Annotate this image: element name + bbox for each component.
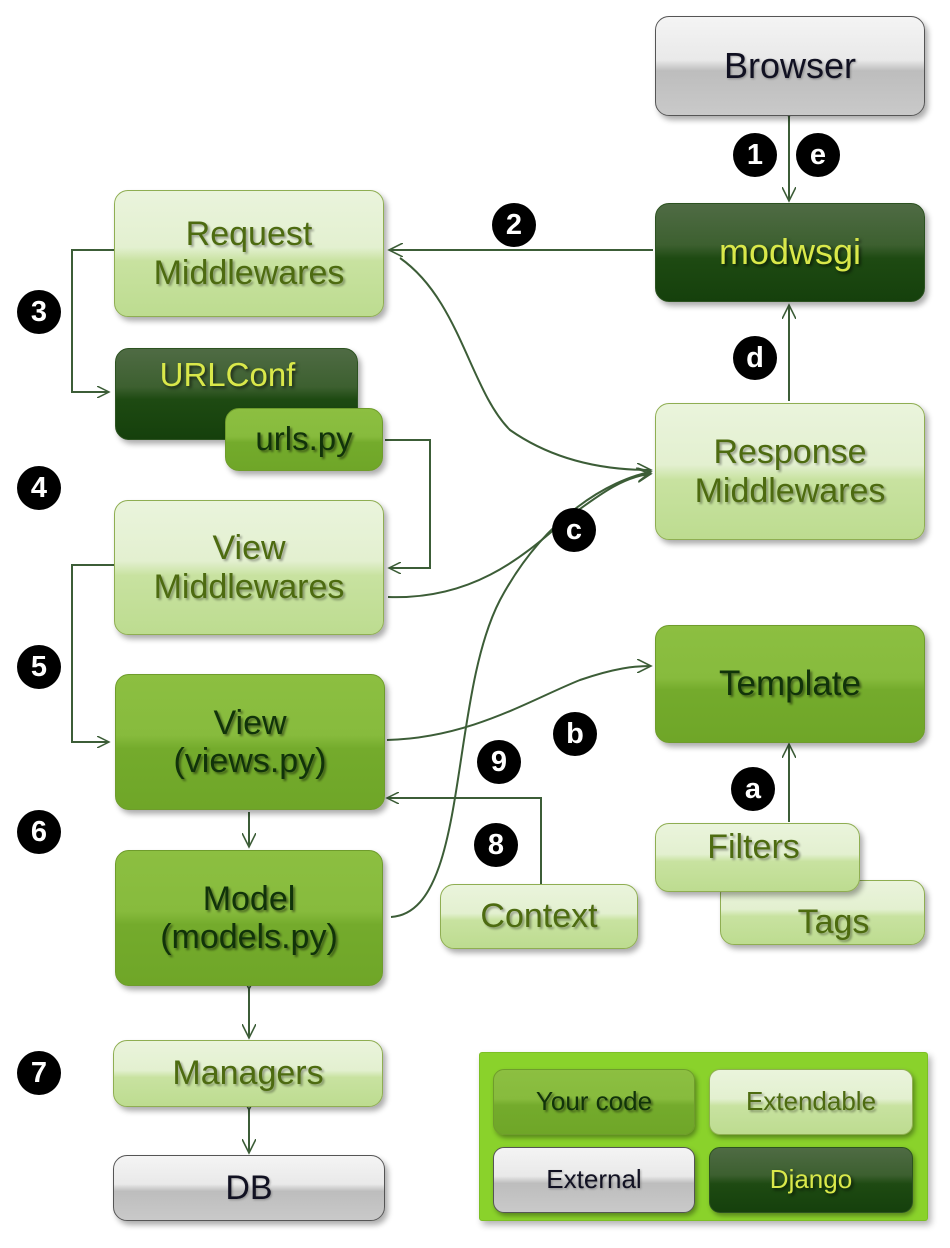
badge-step-c: c: [552, 508, 596, 552]
node-tags-label: Tags: [797, 902, 870, 941]
badge-step-d: d: [733, 336, 777, 380]
legend-item-extendable-label: Extendable: [745, 1086, 877, 1117]
node-request-middlewares-label-2: Middlewares: [153, 253, 345, 292]
node-urls-py[interactable]: urls.py: [225, 408, 383, 471]
node-context-label: Context: [480, 897, 598, 936]
badge-step-7: 7: [17, 1051, 61, 1095]
legend-item-your-code[interactable]: Your code: [493, 1069, 695, 1135]
node-context[interactable]: Context: [440, 884, 638, 949]
badge-step-e: e: [796, 133, 840, 177]
node-view[interactable]: View (views.py): [115, 674, 385, 810]
wire-context-view: [388, 798, 542, 884]
node-model-label-2: (models.py): [160, 918, 338, 956]
node-response-middlewares-label-1: Response: [713, 433, 867, 472]
badge-step-1: 1: [733, 133, 777, 177]
badge-step-9: 9: [477, 740, 521, 784]
node-modwsgi[interactable]: modwsgi: [655, 203, 925, 302]
badge-step-4: 4: [17, 466, 61, 510]
node-db[interactable]: DB: [113, 1155, 385, 1221]
node-request-middlewares[interactable]: Request Middlewares: [114, 190, 384, 317]
legend-item-your-code-label: Your code: [535, 1086, 653, 1117]
node-view-label-2: (views.py): [173, 742, 327, 780]
node-managers-label: Managers: [172, 1054, 324, 1093]
node-browser[interactable]: Browser: [655, 16, 925, 116]
node-managers[interactable]: Managers: [113, 1040, 383, 1107]
wire-reqmw-respmw: [399, 257, 650, 470]
node-model-label-1: Model: [202, 879, 296, 918]
badge-step-b: b: [553, 712, 597, 756]
badge-step-5: 5: [17, 645, 61, 689]
node-template-label: Template: [718, 664, 862, 704]
badge-step-a: a: [731, 767, 775, 811]
badge-step-2: 2: [492, 203, 536, 247]
wire-urlspy-viewmw: [385, 439, 431, 568]
node-urlconf-label: URLConf: [159, 356, 296, 393]
node-response-middlewares-label-2: Middlewares: [694, 471, 886, 510]
node-request-middlewares-label-1: Request: [185, 215, 313, 254]
node-view-middlewares-label-2: Middlewares: [153, 567, 345, 606]
wire-view-template: [386, 666, 650, 741]
node-urls-py-label: urls.py: [255, 420, 353, 458]
wire-viewmw-respmw: [387, 474, 650, 599]
legend-item-django-label: Django: [769, 1164, 853, 1195]
node-template[interactable]: Template: [655, 625, 925, 743]
wire-model-respmw: [390, 472, 650, 918]
node-browser-label: Browser: [723, 44, 857, 86]
wire-reqmw-urlconf: [71, 249, 116, 392]
badge-step-8: 8: [474, 823, 518, 867]
wire-viewmw-view: [71, 564, 114, 742]
node-model[interactable]: Model (models.py): [115, 850, 383, 986]
node-response-middlewares[interactable]: Response Middlewares: [655, 403, 925, 540]
badge-step-3: 3: [17, 290, 61, 334]
node-view-label-1: View: [213, 703, 287, 742]
node-modwsgi-label: modwsgi: [718, 231, 862, 273]
legend-item-external-label: External: [546, 1164, 642, 1195]
node-db-label: DB: [225, 1168, 273, 1207]
legend-item-external[interactable]: External: [493, 1147, 695, 1213]
node-filters[interactable]: Filters: [655, 823, 860, 892]
node-filters-label: Filters: [707, 828, 800, 866]
node-view-middlewares-label-1: View: [212, 529, 286, 568]
legend-item-extendable[interactable]: Extendable: [709, 1069, 913, 1135]
node-view-middlewares[interactable]: View Middlewares: [114, 500, 384, 635]
legend-item-django[interactable]: Django: [709, 1147, 913, 1213]
badge-step-6: 6: [17, 810, 61, 854]
legend-panel: Your code Extendable External Django: [479, 1052, 928, 1221]
